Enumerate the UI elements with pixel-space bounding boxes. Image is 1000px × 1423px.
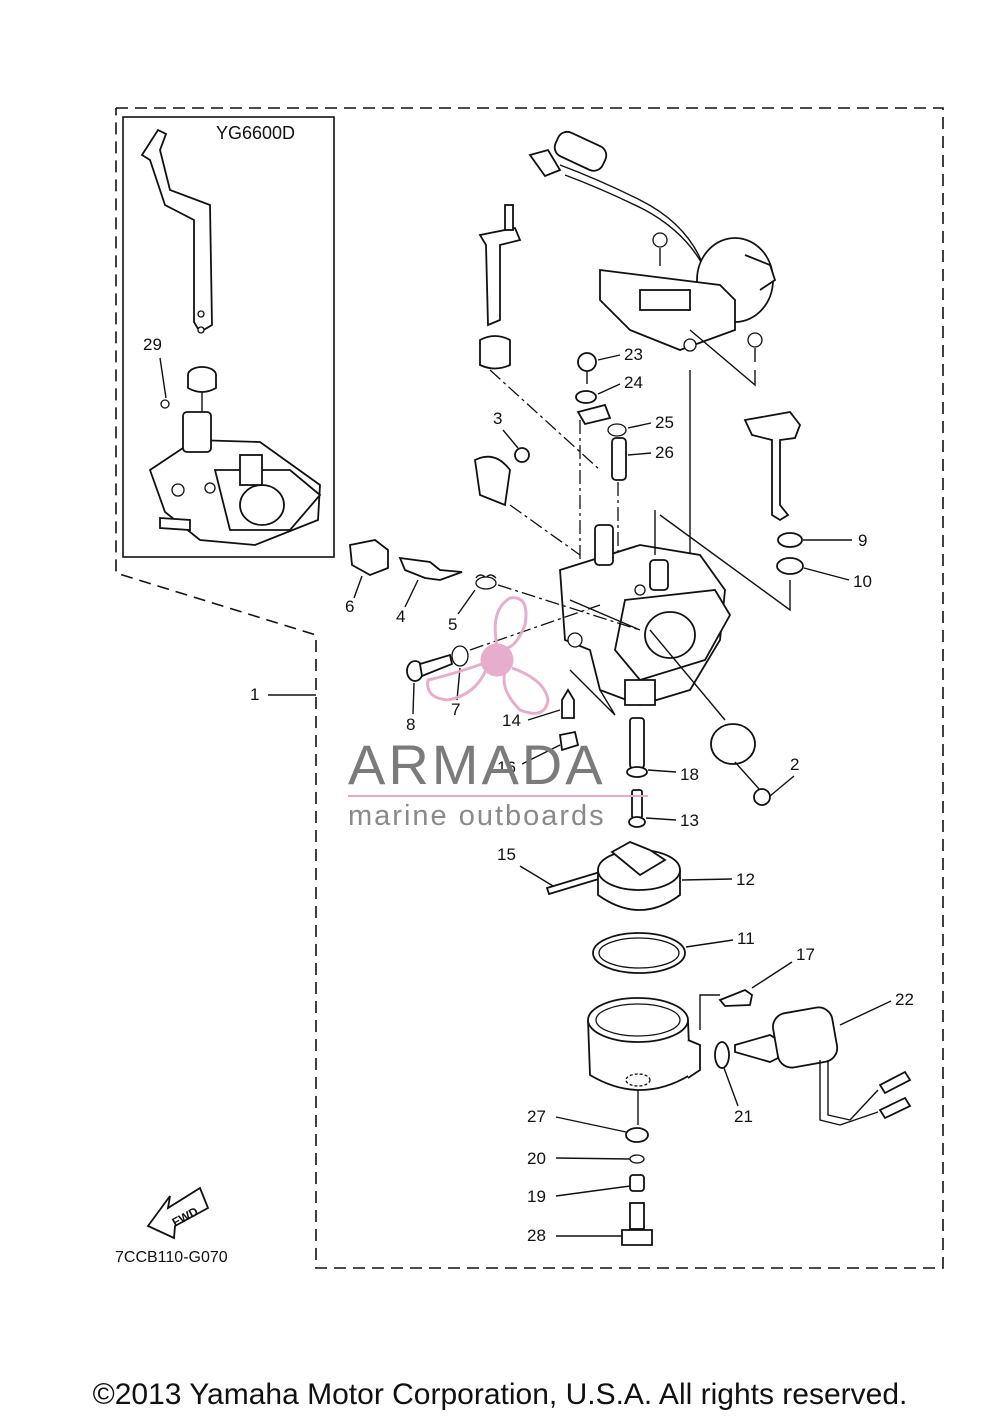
part-18-main-nozzle	[626, 717, 648, 778]
part-5-spring	[475, 574, 497, 590]
callout-28: 28	[527, 1226, 546, 1245]
part-6-cap	[349, 539, 389, 576]
part-26-jet	[611, 437, 627, 481]
part-11-gasket	[592, 932, 686, 974]
part-4-pilot-screw	[398, 556, 463, 581]
inset-label: YG6600D	[216, 123, 295, 143]
callout-20: 20	[527, 1149, 546, 1168]
callout-14: 14	[502, 711, 521, 730]
part-3-plate-screw	[474, 447, 530, 507]
part-24-washer	[575, 390, 597, 404]
callout-18: 18	[680, 765, 699, 784]
part-plate	[576, 403, 612, 426]
callout-11: 11	[737, 929, 755, 948]
part-float-bowl	[587, 997, 701, 1091]
callout-1: 1	[250, 685, 259, 704]
callout-25: 25	[655, 413, 674, 432]
callout-29: 29	[143, 335, 162, 354]
callout-4: 4	[396, 607, 405, 626]
part-20-o-ring	[629, 1154, 645, 1164]
part-27-washer	[625, 1127, 649, 1143]
watermark-divider	[348, 795, 648, 797]
armada-propeller-logo	[426, 596, 550, 715]
callout-5: 5	[448, 615, 457, 634]
part-13-main-jet	[628, 789, 646, 828]
callout-22: 22	[895, 990, 914, 1009]
callout-19: 19	[527, 1187, 546, 1206]
part-14-needle-valve	[561, 688, 575, 719]
callout-6: 6	[345, 597, 354, 616]
drawing-code: 7CCB110-G070	[115, 1249, 228, 1266]
part-fuel-cut-assembly-top	[528, 130, 777, 362]
assembly-boundary	[115, 107, 944, 1269]
callout-12: 12	[736, 870, 755, 889]
part-9-washer	[777, 532, 803, 548]
part-21-washer	[714, 1041, 730, 1069]
inset-cap	[187, 366, 217, 415]
fwd-arrow-icon: FWD	[146, 1186, 210, 1240]
callout-13: 13	[680, 811, 699, 830]
part-throttle-shaft	[478, 204, 522, 370]
callout-8: 8	[406, 715, 415, 734]
callout-26: 26	[655, 443, 674, 462]
callout-10: 10	[853, 572, 872, 591]
watermark-brand-name: ARMADA	[348, 733, 606, 796]
callout-15: 15	[497, 845, 516, 864]
part-carburetor-body	[559, 524, 732, 706]
part-8-throttle-stop-screw	[406, 653, 454, 682]
callout-24: 24	[624, 373, 643, 392]
callout-21: 21	[734, 1107, 753, 1126]
callout-9: 9	[858, 531, 867, 550]
part-10-seal	[776, 557, 804, 575]
part-22-fuel-cut-solenoid	[734, 1006, 912, 1126]
inset-carburetor-body	[148, 411, 322, 546]
part-choke-shaft	[743, 411, 802, 522]
part-19-jet	[629, 1174, 645, 1192]
part-15-float-pin	[545, 870, 604, 896]
callout-27: 27	[527, 1107, 546, 1126]
inset-box	[122, 116, 335, 558]
inset-choke-lever	[140, 128, 213, 334]
part-7-spring	[451, 645, 469, 667]
part-12-float	[597, 841, 681, 911]
watermark-tagline: marine outboards	[348, 800, 606, 832]
part-23-screw	[577, 352, 597, 384]
part-28-drain-bolt	[621, 1202, 653, 1246]
callout-23: 23	[624, 345, 643, 364]
callout-17: 17	[796, 945, 815, 964]
callout-2: 2	[790, 755, 799, 774]
callout-16: 16	[497, 758, 516, 777]
copyright-notice: ©2013 Yamaha Motor Corporation, U.S.A. A…	[92, 1378, 908, 1411]
inset-ball	[160, 399, 170, 409]
part-17-drain-screw	[718, 988, 753, 1007]
part-25-o-ring	[607, 423, 627, 437]
part-2-choke-plate-screw	[710, 723, 771, 806]
callout-7: 7	[451, 700, 460, 719]
part-16-clip	[558, 730, 580, 752]
callout-3: 3	[493, 409, 502, 428]
